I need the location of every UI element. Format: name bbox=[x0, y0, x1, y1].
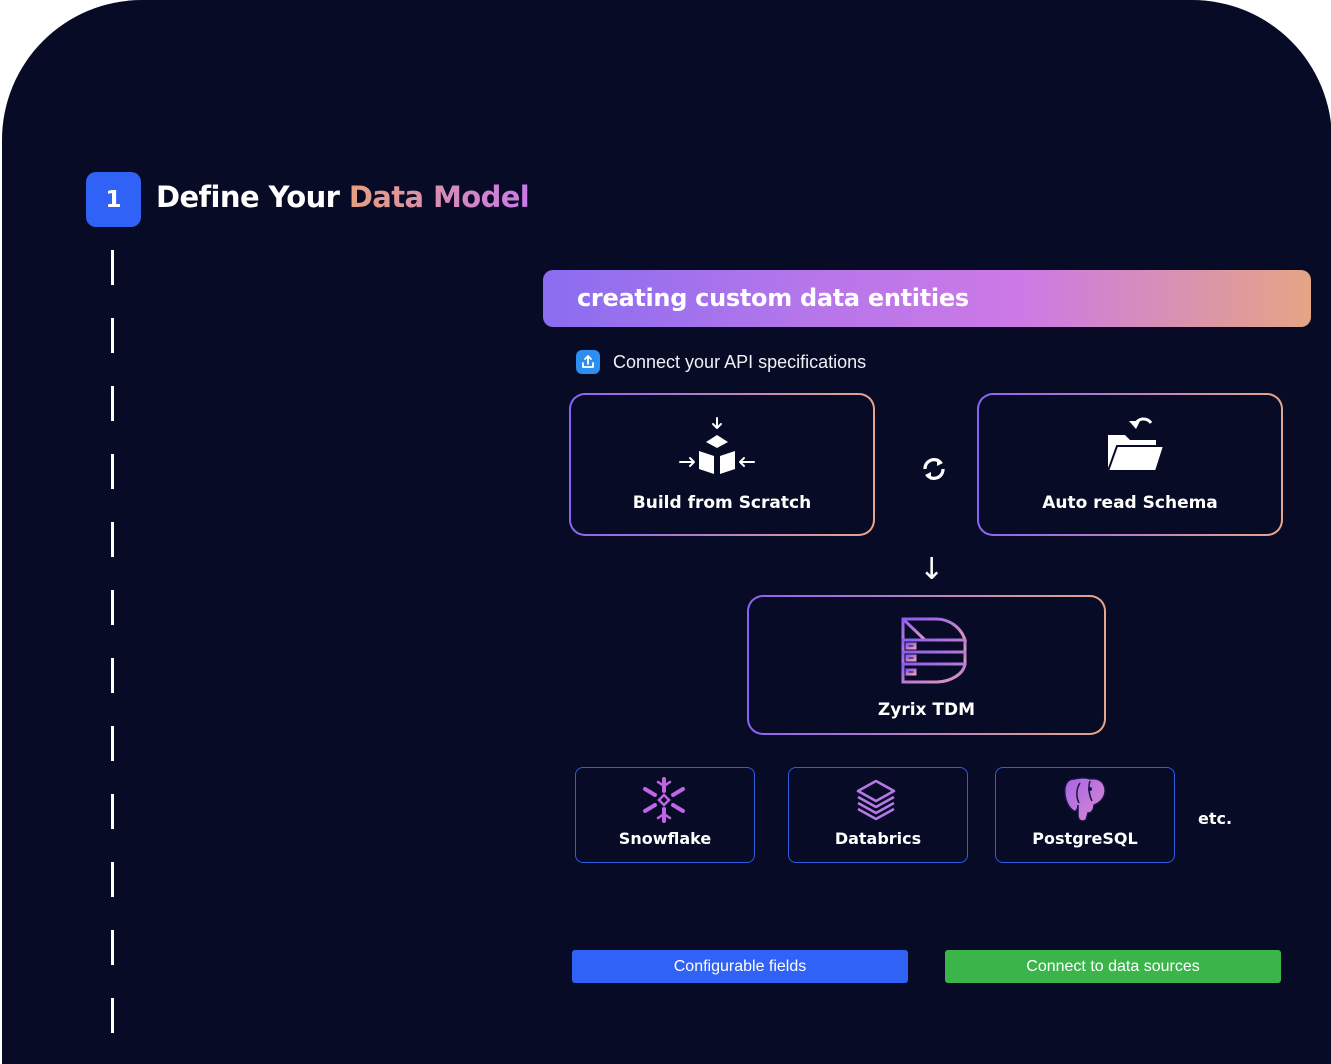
folder-refresh-icon bbox=[1105, 415, 1167, 480]
configurable-fields-pill: Configurable fields bbox=[572, 950, 908, 983]
databricks-icon bbox=[854, 778, 898, 827]
source-label: Databrics bbox=[834, 829, 922, 848]
step-number-badge: 1 bbox=[86, 172, 141, 227]
source-databricks: Databrics bbox=[788, 767, 968, 863]
source-snowflake: Snowflake bbox=[575, 767, 755, 863]
source-postgresql: PostgreSQL bbox=[995, 767, 1175, 863]
connect-api-text: Connect your API specifications bbox=[613, 351, 867, 372]
step-title-highlight: Data Model bbox=[348, 180, 530, 214]
configurable-fields-label: Configurable fields bbox=[673, 957, 807, 975]
cube-assemble-icon bbox=[677, 416, 757, 483]
step-timeline-dashed-line bbox=[111, 250, 114, 1064]
source-label: Snowflake bbox=[618, 829, 712, 848]
step-number: 1 bbox=[105, 186, 122, 213]
database-server-icon bbox=[899, 616, 969, 693]
connect-data-sources-label: Connect to data sources bbox=[1026, 957, 1200, 975]
step-title: Define Your Data Model bbox=[156, 180, 530, 214]
connect-data-sources-pill: Connect to data sources bbox=[945, 950, 1281, 983]
banner-text: creating custom data entities bbox=[577, 284, 969, 312]
source-label: PostgreSQL bbox=[1032, 829, 1138, 848]
zyrix-tdm-label: Zyrix TDM bbox=[877, 700, 976, 720]
etc-label: etc. bbox=[1198, 809, 1233, 828]
custom-entities-banner: creating custom data entities bbox=[543, 270, 1311, 327]
upload-icon bbox=[576, 350, 600, 374]
sync-icon bbox=[920, 455, 948, 488]
down-arrow-icon: ↓ bbox=[919, 552, 945, 587]
auto-read-schema-card: Auto read Schema bbox=[977, 393, 1283, 536]
connect-api-row: Connect your API specifications bbox=[576, 350, 866, 374]
step-title-prefix: Define Your bbox=[156, 180, 340, 214]
postgresql-icon bbox=[1062, 775, 1108, 830]
build-from-scratch-card: Build from Scratch bbox=[569, 393, 875, 536]
zyrix-tdm-card: Zyrix TDM bbox=[747, 595, 1106, 735]
auto-read-schema-label: Auto read Schema bbox=[1042, 493, 1218, 513]
snowflake-icon bbox=[640, 777, 688, 828]
build-from-scratch-label: Build from Scratch bbox=[632, 493, 812, 513]
